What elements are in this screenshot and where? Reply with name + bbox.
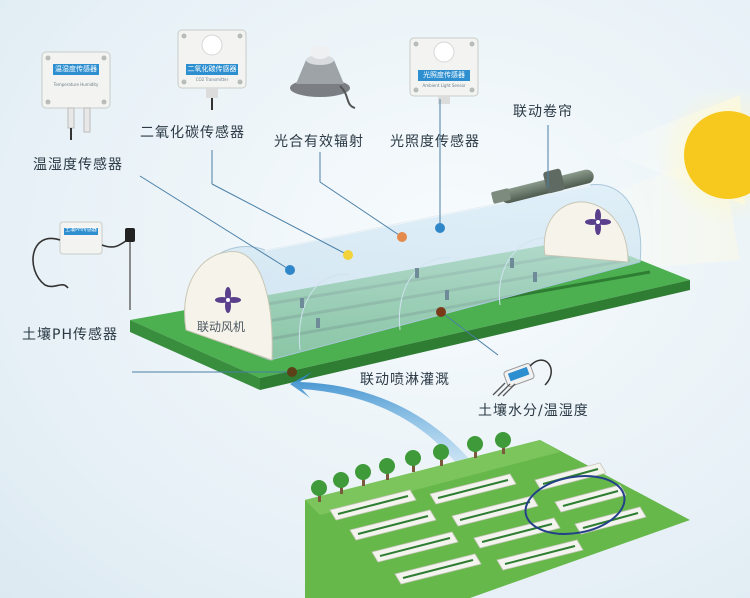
light-device-title: 光照度传感器: [423, 71, 465, 79]
label-sprinkler: 联动喷淋灌溉: [360, 372, 450, 388]
curtain-roller: [491, 168, 594, 204]
fan-icon: [215, 287, 241, 313]
co2-device-subtitle: CO2 Transmitter: [195, 77, 229, 82]
label-curtain: 联动卷帘: [513, 104, 573, 120]
fan-icon: [585, 209, 611, 235]
soil-moisture-sensor-device: [492, 359, 552, 397]
sun-icon: [684, 111, 750, 199]
label-soil-moisture: 土壤水分/温湿度: [478, 403, 589, 419]
light-marker: [435, 223, 445, 233]
highlight-ring: [524, 475, 626, 535]
soil-moisture-marker: [436, 307, 446, 317]
tree-icons: [311, 432, 511, 502]
light-sensor-device: [409, 37, 479, 104]
par-sensor-device: [290, 45, 356, 109]
leader-lines: [132, 99, 549, 373]
co2-device-title: 二氧化碳传感器: [187, 65, 237, 73]
ph-device-title: 土壤PH传感器: [65, 227, 97, 233]
co2-sensor-device: [177, 29, 247, 110]
label-co2-sensor: 二氧化碳传感器: [140, 125, 245, 141]
ph-sensor-device: [32, 221, 135, 310]
co2-marker: [343, 250, 353, 260]
label-light-sensor: 光照度传感器: [390, 134, 480, 150]
farm-overview: [305, 432, 690, 598]
label-fan: 联动风机: [197, 320, 246, 334]
sprinkler-posts: [300, 258, 537, 328]
temp-humidity-sensor-device: [41, 51, 111, 140]
soil-ph-marker: [287, 367, 297, 377]
temp-humidity-device-subtitle: Temperature Humidity: [53, 82, 99, 87]
par-marker: [397, 232, 407, 242]
temp-humidity-marker: [285, 265, 295, 275]
temp-humidity-device-title: 温湿度传感器: [55, 65, 97, 73]
greenhouse-tunnel: [184, 184, 642, 361]
light-device-subtitle: Ambient Light Sensor: [422, 83, 466, 88]
label-temp-humidity: 温湿度传感器: [33, 157, 123, 173]
label-par: 光合有效辐射: [274, 134, 364, 150]
label-soil-ph: 土壤PH传感器: [22, 327, 118, 343]
